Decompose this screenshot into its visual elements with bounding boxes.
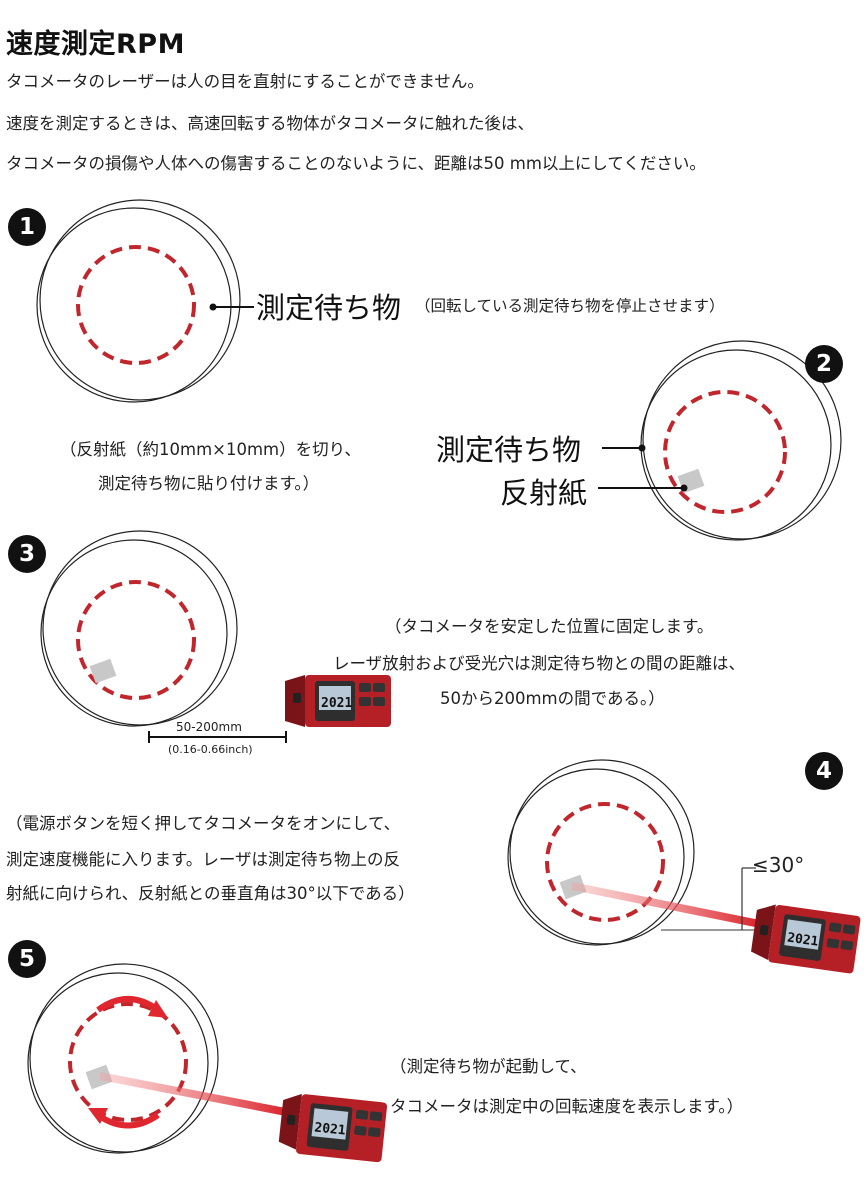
intro-line-2: 速度を測定するときは、高速回転する物体がタコメータに触れた後は、 (6, 114, 534, 133)
step3-reflective-paper (89, 658, 117, 684)
step4-dashed-ring (545, 802, 665, 922)
svg-text:2021: 2021 (786, 930, 819, 949)
step5-disc (27, 963, 219, 1154)
step3-tachometer: 2021 (285, 675, 391, 727)
step2-number-badge: 2 (805, 345, 843, 383)
step1-disc (36, 199, 241, 403)
step5-note-line-2: タコメータは測定中の回転速度を表示します。） (390, 1097, 744, 1116)
step4-angle-label: ≤30° (752, 853, 805, 877)
step3-note-line-2: レーザ放射および受光穴は測定待ち物との間の距離は、 (333, 654, 746, 673)
svg-text:2021: 2021 (314, 1120, 347, 1138)
step4-angle-marker (661, 867, 770, 931)
step2-paper-label: 反射紙 (500, 476, 588, 510)
step5-note-line-1: （測定待ち物が起動して、 (390, 1057, 587, 1076)
step3-note-line-3: 50から200mmの間である。） (440, 689, 665, 708)
intro-line-3: タコメータの損傷や人体への傷害することのないように、距離は50 mm以上にしてく… (6, 154, 706, 173)
step2-note-line-1: （反射紙（約10mm×10mm）を切り、 (60, 440, 361, 459)
step1-leader (209, 303, 254, 311)
step3-number-badge: 3 (8, 535, 46, 573)
step4-disc (507, 759, 695, 946)
step3-note-line-1: （タコメータを安定した位置に固定します。 (385, 617, 714, 636)
step4-note-line-2: 測定速度機能に入ります。レーザは測定待ち物上の反 (6, 850, 401, 869)
step4-number-badge: 4 (805, 752, 843, 790)
step1-number-badge: 1 (8, 208, 46, 246)
step3-dashed-ring (76, 580, 196, 700)
step5-number-badge: 5 (8, 940, 46, 978)
step1-note: （回転している測定待ち物を停止させます） (415, 297, 725, 315)
step3-distance-bar (148, 731, 287, 743)
intro-line-1: タコメータのレーザーは人の目を直射にすることができません。 (6, 72, 484, 91)
svg-text:2021: 2021 (321, 696, 352, 711)
step5-rotation-arrows (88, 996, 168, 1129)
step3-disc (40, 530, 238, 727)
step2-leaders (598, 444, 688, 492)
step4-note-line-1: （電源ボタンを短く押してタコメータをオンにして、 (6, 814, 401, 833)
step2-object-label: 測定待ち物 (436, 433, 582, 467)
step4-tachometer: 2021 (751, 904, 861, 974)
step4-note-line-3: 射紙に向けられ、反射紙との垂直角は30°以下である） (6, 884, 415, 903)
page-title: 速度測定RPM (6, 29, 185, 60)
step1-object-label: 測定待ち物 (256, 291, 402, 325)
step5-dashed-ring (68, 1002, 188, 1122)
step2-note-line-2: 測定待ち物に貼り付けます。） (98, 474, 320, 493)
step5-laser (100, 1072, 296, 1118)
step3-distance-inch: (0.16-0.66inch) (168, 743, 253, 756)
step1-dashed-ring (76, 245, 196, 365)
step4-laser (572, 882, 770, 930)
step2-dashed-ring (663, 390, 787, 514)
step5-reflective-paper (85, 1064, 113, 1090)
step5-tachometer: 2021 (278, 1093, 388, 1163)
step3-distance-mm: 50-200mm (176, 720, 242, 734)
